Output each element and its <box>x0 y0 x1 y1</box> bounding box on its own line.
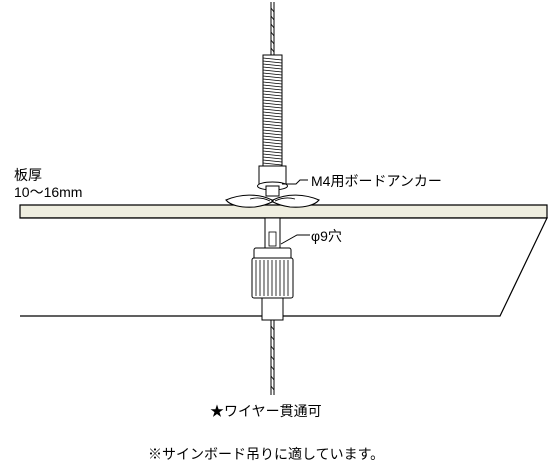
anchor-shaft <box>264 217 281 249</box>
hole-label: φ9穴 <box>311 228 342 244</box>
board-thickness-title: 板厚 <box>14 167 42 183</box>
board-thickness-range: 10〜16mm <box>14 184 83 200</box>
anchor-head <box>257 165 288 197</box>
board-top-face <box>19 204 548 219</box>
anchor-leader-line <box>282 179 308 185</box>
anchor-label: M4用ボードアンカー <box>311 173 442 189</box>
knurled-nut <box>251 247 294 321</box>
wire-top <box>270 2 275 55</box>
hole-leader-line <box>280 234 310 245</box>
threaded-bolt <box>262 54 283 168</box>
wire-note: ★ワイヤー貫通可 <box>210 403 322 419</box>
wire-bottom <box>270 320 275 395</box>
anchor-wings <box>225 194 320 208</box>
footnote: ※サインボード吊りに適しています。 <box>148 446 385 462</box>
